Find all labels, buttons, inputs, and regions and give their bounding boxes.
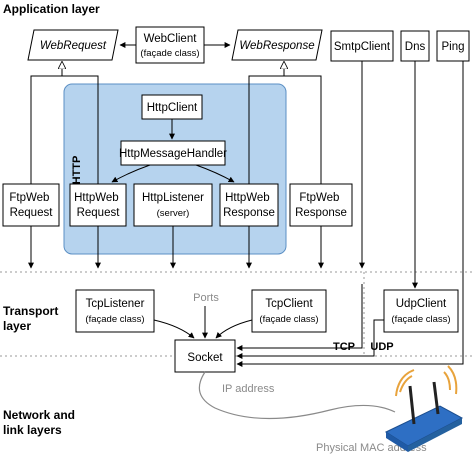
tcpclient-to-socket-arrow bbox=[215, 319, 253, 339]
tcp-client-box bbox=[251, 289, 327, 333]
smtp-path-to-socket-arrow bbox=[236, 284, 363, 351]
wireless-router-icon bbox=[384, 365, 464, 452]
web-response-box bbox=[231, 29, 323, 61]
http-web-response-label-line-2: Response bbox=[223, 207, 275, 219]
http-client-box bbox=[141, 94, 203, 120]
udpclient-to-socket-arrow bbox=[236, 319, 384, 359]
ftp-web-response-box bbox=[289, 183, 353, 227]
http-web-response-label: HttpWeb Response bbox=[223, 192, 275, 219]
tcp-listener-box bbox=[75, 289, 155, 333]
handler-to-httpwebrequest-arrow bbox=[111, 164, 151, 183]
tcplistener-to-socket-arrow bbox=[153, 319, 195, 339]
dns-label: Dns bbox=[405, 41, 426, 53]
network-layer-title: Network and link layers bbox=[3, 408, 78, 437]
web-request-label: WebRequest bbox=[40, 40, 107, 52]
tcp-client-sublabel: (façade class) bbox=[259, 314, 318, 325]
network-layer-title-line-2: link layers bbox=[3, 423, 62, 437]
http-listener-box bbox=[133, 183, 213, 227]
socket-label: Socket bbox=[187, 352, 223, 364]
ip-address-label: IP address bbox=[222, 383, 275, 395]
ping-path-to-socket-arrow bbox=[236, 61, 464, 367]
transport-layer-title-line-1: Transport bbox=[3, 304, 58, 318]
ftpwebresponse-inherits-webresponse bbox=[284, 75, 322, 184]
http-web-response-box bbox=[219, 183, 279, 227]
http-region-label: HTTP bbox=[71, 156, 83, 185]
ftp-web-request-label-line-1: FtpWeb bbox=[9, 192, 49, 204]
network-layer-title-line-1: Network and bbox=[3, 408, 75, 422]
ftpwebrequest-inherits-webrequest bbox=[30, 62, 62, 184]
httpwebresponse-inherits-webresponse bbox=[248, 62, 284, 184]
application-layer-title: Application layer bbox=[3, 2, 100, 16]
handler-to-httpwebresponse-arrow bbox=[195, 164, 235, 183]
http-listener-sublabel: (server) bbox=[157, 208, 190, 219]
udp-client-label: UdpClient bbox=[396, 298, 447, 310]
web-response-label: WebResponse bbox=[239, 40, 314, 52]
socket-to-router-link bbox=[198, 371, 396, 420]
http-web-request-label: HttpWeb Request bbox=[74, 192, 122, 219]
ftp-web-request-label-line-2: Request bbox=[10, 207, 54, 219]
transport-layer-title-line-2: layer bbox=[3, 319, 31, 333]
smtp-client-label: SmtpClient bbox=[334, 41, 391, 53]
http-web-request-label-line-2: Request bbox=[77, 207, 121, 219]
http-listener-label: HttpListener bbox=[142, 192, 204, 204]
ping-box bbox=[436, 30, 470, 62]
http-web-response-label-line-1: HttpWeb bbox=[225, 192, 270, 204]
web-client-box bbox=[135, 26, 205, 64]
transport-layer-title: Transport layer bbox=[3, 304, 62, 333]
tcp-listener-label: TcpListener bbox=[86, 298, 145, 310]
web-client-label: WebClient bbox=[144, 33, 198, 45]
socket-box bbox=[174, 339, 236, 373]
ftp-web-response-label-line-2: Response bbox=[295, 207, 347, 219]
ftp-web-request-box bbox=[2, 183, 60, 227]
tcp-label: TCP bbox=[333, 341, 355, 353]
udp-client-sublabel: (façade class) bbox=[391, 314, 450, 325]
ftp-web-response-label: FtpWeb Response bbox=[295, 192, 347, 219]
udp-label: UDP bbox=[370, 341, 393, 353]
tcp-client-label: TcpClient bbox=[265, 298, 313, 310]
web-client-sublabel: (façade class) bbox=[140, 48, 199, 59]
http-client-label: HttpClient bbox=[147, 102, 198, 114]
http-message-handler-label: HttpMessageHandler bbox=[119, 148, 227, 160]
ports-label: Ports bbox=[193, 292, 219, 304]
http-web-request-box bbox=[69, 183, 127, 227]
web-request-box bbox=[27, 29, 119, 61]
ftp-web-request-label: FtpWeb Request bbox=[9, 192, 53, 219]
ping-label: Ping bbox=[441, 41, 464, 53]
httpwebrequest-inherits-webrequest bbox=[62, 75, 99, 184]
ftp-web-response-label-line-1: FtpWeb bbox=[299, 192, 339, 204]
http-web-request-label-line-1: HttpWeb bbox=[74, 192, 119, 204]
udp-client-box bbox=[383, 289, 459, 333]
tcp-listener-sublabel: (façade class) bbox=[85, 314, 144, 325]
http-message-handler-box bbox=[120, 140, 226, 166]
